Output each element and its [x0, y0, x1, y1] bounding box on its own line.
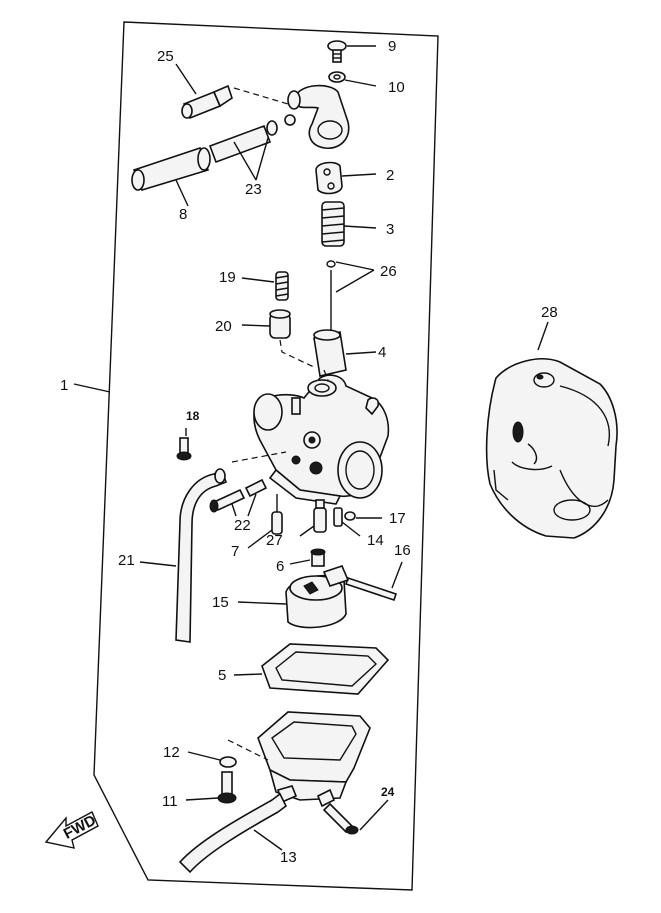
part-15-float	[285, 565, 350, 629]
part-8-boot	[131, 146, 211, 191]
label-part-2: 2	[386, 167, 394, 184]
label-part-5: 5	[218, 667, 226, 684]
part-18-screw	[176, 437, 192, 461]
fwd-arrow-icon: FWD	[44, 811, 99, 849]
label-part-26: 26	[380, 263, 397, 280]
part-4-throttle-valve	[313, 329, 347, 377]
label-part-22: 22	[234, 517, 251, 534]
part-14-pilot-jet	[333, 507, 343, 527]
label-part-11: 11	[162, 793, 178, 810]
part-13-drain-hose	[178, 792, 288, 874]
label-part-20: 20	[215, 318, 232, 335]
label-part-17: 17	[389, 510, 406, 527]
float-bowl	[257, 711, 371, 808]
part-7-jet	[271, 494, 283, 535]
part-2-plate	[315, 161, 343, 195]
part-28-intake-boot	[485, 358, 618, 539]
part-5-gasket	[261, 643, 390, 695]
label-part-28: 28	[541, 304, 558, 321]
part-11-screw	[217, 771, 237, 804]
label-part-21: 21	[118, 552, 135, 569]
label-part-7: 7	[231, 543, 239, 560]
part-9-screw	[327, 40, 347, 63]
part-23-sleeve	[208, 120, 278, 164]
label-part-16: 16	[394, 542, 411, 559]
carburetor-body	[253, 374, 390, 505]
label-part-13: 13	[280, 849, 297, 866]
part-21-hose	[175, 468, 227, 643]
label-part-24: 24	[381, 785, 395, 799]
part-27-needle-jet	[313, 499, 327, 533]
part-17-washer	[344, 511, 356, 521]
label-part-4: 4	[378, 344, 386, 361]
part-20-piston	[269, 309, 291, 339]
label-part-9: 9	[388, 38, 396, 55]
part-12-washer	[219, 756, 237, 768]
label-part-10: 10	[388, 79, 405, 96]
label-part-12: 12	[163, 744, 180, 761]
label-part-14: 14	[367, 532, 384, 549]
part-19-spring	[275, 271, 289, 301]
label-part-6: 6	[276, 558, 284, 575]
label-part-18: 18	[186, 409, 200, 423]
part-26-needle-clip	[326, 260, 336, 330]
part-16-pin	[344, 576, 398, 602]
label-part-27: 27	[266, 532, 283, 549]
label-part-19: 19	[219, 269, 236, 286]
label-part-15: 15	[212, 594, 229, 611]
label-part-25: 25	[157, 48, 174, 65]
label-part-23: 23	[245, 181, 262, 198]
part-24-drain-screw	[322, 802, 359, 835]
label-part-3: 3	[386, 221, 394, 238]
label-part-8: 8	[179, 206, 187, 223]
carb-top-cap-elbow	[284, 84, 350, 149]
part-10-washer	[328, 71, 346, 83]
assembly-outline	[93, 21, 439, 891]
part-3-spring	[321, 201, 345, 247]
part-22-screws	[209, 478, 268, 513]
label-part-1: 1	[60, 377, 68, 394]
part-6-main-jet	[310, 548, 326, 567]
part-25-adjuster	[181, 84, 233, 120]
